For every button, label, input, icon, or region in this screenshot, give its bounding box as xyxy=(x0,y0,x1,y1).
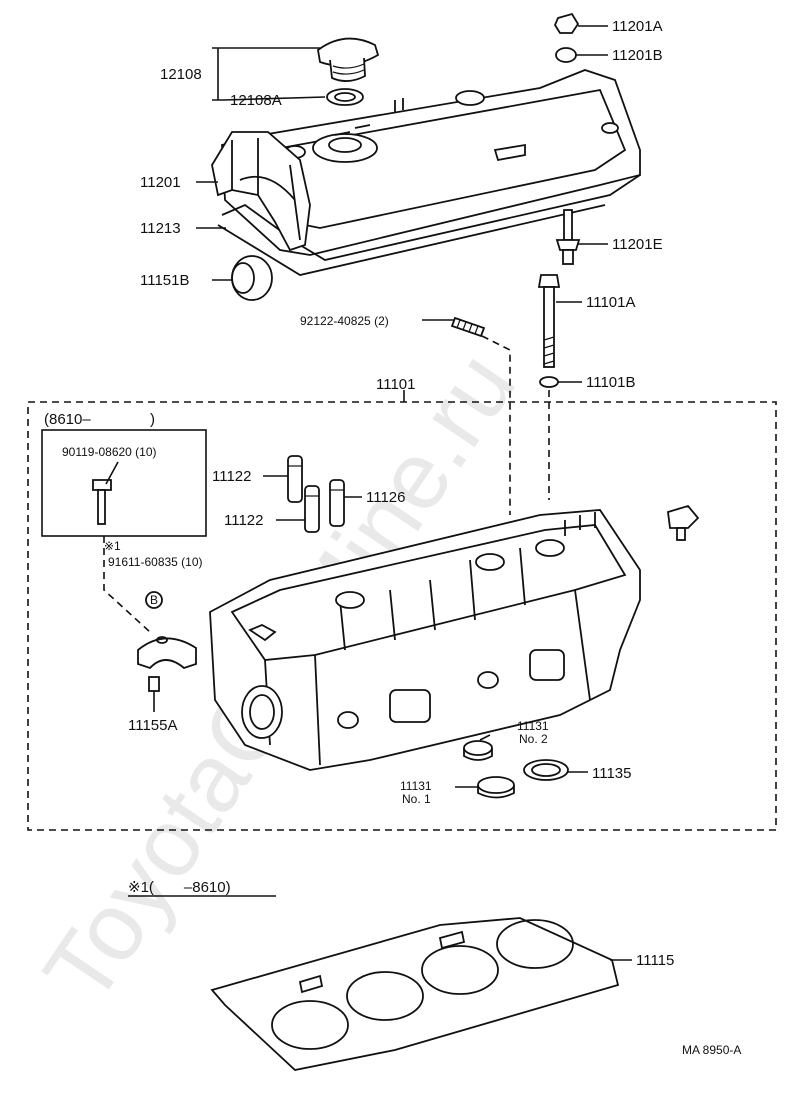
label-90119-08620: 90119-08620 (10) xyxy=(62,445,157,459)
label-92122-40825: 92122-40825 (2) xyxy=(300,314,389,328)
bolt-inset-box xyxy=(41,429,207,537)
small-bolt xyxy=(92,479,112,525)
union-fitting xyxy=(667,504,700,541)
seal-washer xyxy=(555,47,577,63)
label-12108: 12108 xyxy=(160,66,202,83)
label-11135: 11135 xyxy=(592,765,632,782)
cylinder-head-assembly-box xyxy=(27,401,777,831)
timing-cover-11201 xyxy=(211,131,311,252)
label-circle-b: B xyxy=(150,593,158,607)
label-11201A: 11201A xyxy=(612,18,663,35)
cap-nut xyxy=(553,12,580,34)
label-91611-60835: 91611-60835 (10) xyxy=(108,555,203,569)
label-11201B: 11201B xyxy=(612,47,663,64)
label-11122-upper: 11122 xyxy=(212,468,252,485)
label-11122-lower: 11122 xyxy=(224,512,264,529)
bolt-washer xyxy=(539,376,559,388)
label-11115: 11115 xyxy=(636,952,674,969)
diagram-code: MA 8950-A xyxy=(682,1043,741,1057)
label-range-from: (8610– xyxy=(44,411,91,428)
label-no1: No. 1 xyxy=(402,792,431,806)
label-11101B: 11101B xyxy=(586,374,636,391)
label-11201: 11201 xyxy=(140,174,181,191)
label-11155A: 11155A xyxy=(128,717,178,734)
label-no2: No. 2 xyxy=(519,732,548,746)
cap-gasket xyxy=(326,88,364,106)
ring-11135 xyxy=(523,759,569,781)
valve-guides xyxy=(287,455,345,533)
label-11131-no1: 11131 xyxy=(400,779,432,793)
label-11151B: 11151B xyxy=(140,272,190,289)
label-range-close: ) xyxy=(150,411,155,428)
label-11101: 11101 xyxy=(376,376,416,393)
oil-seal xyxy=(231,255,273,301)
cover-stud xyxy=(555,209,581,265)
oil-filler-cap xyxy=(317,37,380,82)
leader-12108 xyxy=(212,47,326,101)
head-bolt xyxy=(537,274,561,368)
label-11126: 11126 xyxy=(366,489,406,506)
label-11213: 11213 xyxy=(140,220,181,237)
cylinder-head xyxy=(209,509,641,771)
label-11131-no2: 11131 xyxy=(517,719,549,733)
stud-bolt xyxy=(450,316,486,338)
cylinder-head-cover xyxy=(217,69,641,276)
label-12108A: 12108A xyxy=(230,92,282,109)
dowel-pin xyxy=(148,676,160,692)
label-note-range: ※1( –8610) xyxy=(128,879,231,896)
label-11101A: 11101A xyxy=(586,294,636,311)
head-gasket xyxy=(210,917,620,1071)
label-note-mark: ※1 xyxy=(104,539,121,553)
plug-11131-no2 xyxy=(463,740,493,761)
camshaft-bearing-cap xyxy=(137,636,197,670)
dash-bolt-to-cap xyxy=(103,536,151,633)
circle-b-marker xyxy=(145,591,163,609)
plug-11131-no1 xyxy=(477,776,515,799)
label-11201E: 11201E xyxy=(612,236,663,253)
